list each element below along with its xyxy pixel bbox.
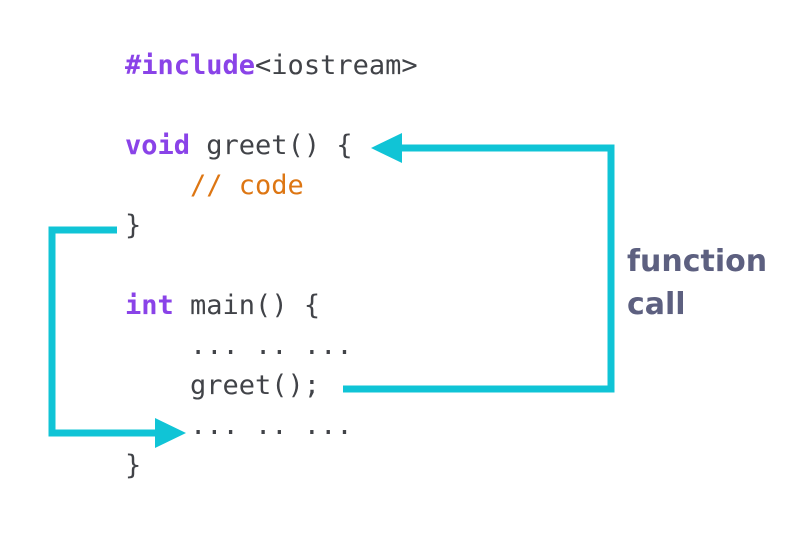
code-line-main-definition: int main() { [125,286,418,326]
code-line-greet-close: } [125,206,418,246]
ellipsis-statements: ... .. ... [125,330,353,361]
greet-call-statement: greet(); [125,370,321,401]
code-line-main-close: } [125,446,418,486]
code-line-include: #include<iostream> [125,46,418,86]
code-line-comment: // code [125,166,418,206]
code-line-dots-before-call: ... .. ... [125,326,418,366]
function-call-label: function call [627,240,767,326]
void-keyword: void [125,130,191,161]
main-signature: main() { [173,290,321,321]
code-comment: // code [125,170,304,201]
function-call-label-line2: call [627,287,686,322]
code-line-blank [125,246,418,286]
code-line-dots-after-call: ... .. ... [125,406,418,446]
int-keyword: int [125,290,174,321]
main-closing-brace: } [125,450,142,481]
ellipsis-statements: ... .. ... [125,410,353,441]
include-header: <iostream> [255,50,418,81]
function-call-label-line1: function [627,244,768,279]
code-block: #include<iostream> void greet() { // cod… [125,46,418,486]
greet-signature: greet() { [190,130,353,161]
include-directive: #include [125,50,256,81]
greet-closing-brace: } [125,210,142,241]
code-line-greet-definition: void greet() { [125,126,418,166]
code-line-blank [125,86,418,126]
code-line-call-statement: greet(); [125,366,418,406]
